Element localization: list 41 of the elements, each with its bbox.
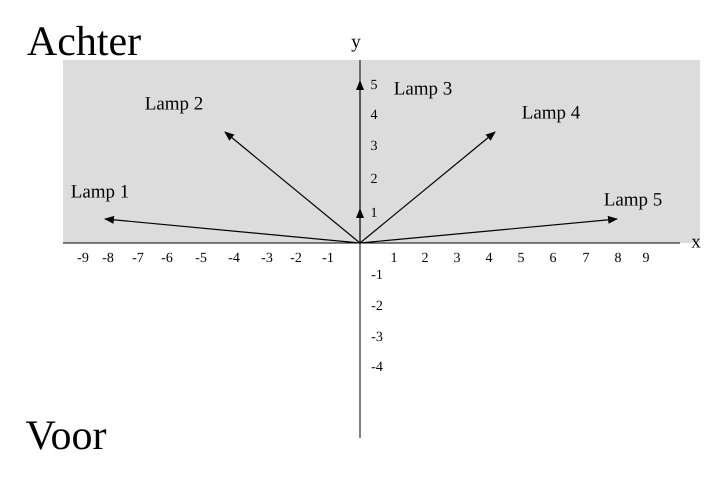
tick-label: -1 — [371, 269, 383, 283]
tick-label: -6 — [161, 252, 173, 266]
lamp-label: Lamp 4 — [522, 104, 580, 122]
tick-label: -2 — [371, 300, 383, 314]
tick-label: -8 — [102, 252, 114, 266]
tick-label: 2 — [370, 173, 378, 187]
tick-label: -4 — [371, 361, 383, 375]
arrow — [104, 216, 360, 244]
tick-label: 3 — [454, 252, 460, 266]
arrow — [224, 131, 360, 244]
tick-label: 4 — [486, 252, 492, 266]
tick-label: -5 — [195, 252, 207, 266]
lamp-label: Lamp 3 — [394, 80, 452, 98]
tick-label: 6 — [550, 252, 556, 266]
side-label: Voor — [26, 415, 106, 457]
tick-label: -4 — [228, 252, 240, 266]
tick-label: -3 — [371, 331, 383, 345]
tick-label: 4 — [370, 109, 378, 123]
arrow — [360, 131, 496, 244]
tick-label: -3 — [261, 252, 273, 266]
tick-label: 2 — [422, 252, 428, 266]
tick-label: 1 — [370, 207, 378, 221]
tick-label: 7 — [582, 252, 590, 266]
tick-label: 9 — [642, 252, 650, 266]
axis-label: y — [351, 32, 361, 52]
arrow — [360, 216, 618, 244]
side-label: Achter — [26, 21, 142, 63]
lamp-label: Lamp 5 — [604, 190, 662, 210]
tick-label: 1 — [390, 252, 398, 266]
tick-label: 5 — [518, 252, 524, 266]
tick-label: 5 — [370, 79, 378, 93]
lamp-label: Lamp 2 — [144, 94, 204, 114]
tick-label: -9 — [77, 252, 89, 266]
axis-label: x — [691, 232, 701, 252]
tick-label: 8 — [614, 252, 622, 266]
lamp-label: Lamp 1 — [70, 182, 130, 202]
tick-label: -7 — [132, 252, 144, 266]
tick-label: -2 — [290, 252, 302, 266]
arrow — [356, 80, 364, 243]
tick-label: 3 — [370, 140, 378, 154]
tick-label: -1 — [322, 252, 334, 266]
